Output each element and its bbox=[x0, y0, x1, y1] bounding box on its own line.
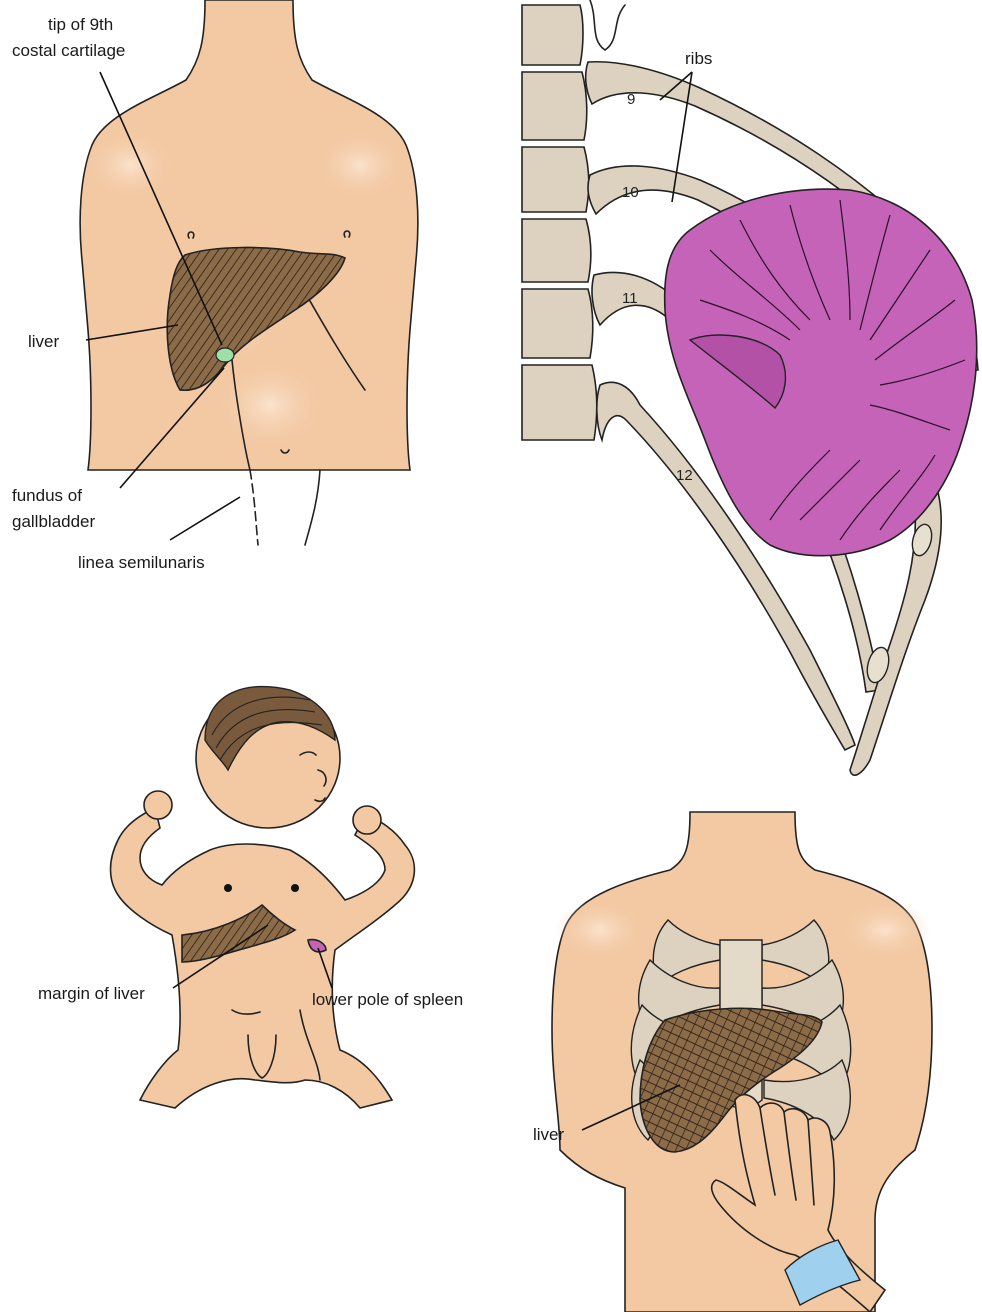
gallbladder-fundus bbox=[216, 348, 234, 362]
label-fundus-1: fundus of bbox=[12, 486, 82, 505]
label-liver-adult: liver bbox=[28, 332, 60, 351]
rib-number-12: 12 bbox=[676, 467, 693, 484]
spleen-ribs-panel: ribs 9 10 11 12 bbox=[522, 0, 978, 775]
label-lower-pole-spleen: lower pole of spleen bbox=[312, 990, 463, 1009]
label-linea-semilunaris: linea semilunaris bbox=[78, 553, 205, 572]
label-ribs: ribs bbox=[685, 49, 712, 68]
label-margin-of-liver: margin of liver bbox=[38, 984, 145, 1003]
infant-nipple-right bbox=[224, 884, 232, 892]
palpation-panel: liver bbox=[533, 812, 932, 1312]
adult-torso-panel: tip of 9th costal cartilage liver fundus… bbox=[12, 0, 418, 572]
infant-body bbox=[111, 808, 415, 1108]
infant-panel: margin of liver lower pole of spleen bbox=[38, 687, 463, 1108]
rib-number-11: 11 bbox=[622, 290, 638, 307]
infant-nipple-left bbox=[291, 884, 299, 892]
label-fundus-2: gallbladder bbox=[12, 512, 96, 531]
label-liver-palpation: liver bbox=[533, 1125, 565, 1144]
label-tip-costal-1: tip of 9th bbox=[48, 15, 113, 34]
rib-number-9: 9 bbox=[627, 91, 635, 108]
label-tip-costal-2: costal cartilage bbox=[12, 41, 125, 60]
rib-number-10: 10 bbox=[622, 184, 639, 201]
